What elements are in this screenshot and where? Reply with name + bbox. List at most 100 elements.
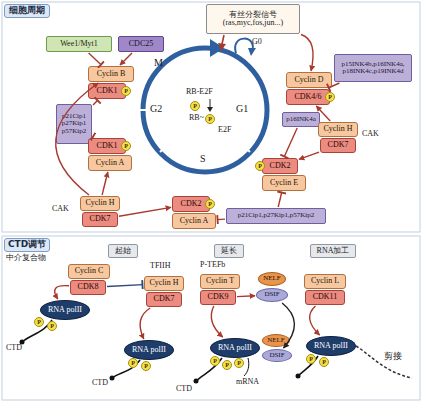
mrna-strand bbox=[244, 358, 249, 376]
arrow-connector bbox=[119, 207, 171, 216]
phospho-circle: P bbox=[121, 141, 131, 151]
stage-tab: 起始 bbox=[108, 244, 138, 258]
node-text: P bbox=[50, 323, 54, 329]
ctd-end bbox=[110, 376, 115, 381]
phospho-circle: P bbox=[47, 321, 57, 331]
node-text: P bbox=[193, 103, 197, 109]
inhibition-connector bbox=[92, 136, 94, 138]
node-text: CTD调节 bbox=[8, 240, 46, 249]
node-text: CDK1 bbox=[97, 87, 118, 95]
node-text: RNA加工 bbox=[317, 247, 350, 255]
text-label: S bbox=[200, 154, 206, 164]
arrow-connector bbox=[140, 308, 150, 339]
cdk-box: CDK7 bbox=[146, 292, 182, 307]
cell-cycle-ring bbox=[143, 48, 267, 172]
cyclin-box: Cyclin H bbox=[318, 122, 358, 137]
node-text: P bbox=[225, 362, 229, 368]
rb-arrow bbox=[210, 99, 211, 108]
node-text: CDK9 bbox=[208, 293, 229, 301]
phase-divider bbox=[140, 109, 150, 111]
splicing-strand bbox=[356, 346, 412, 378]
node-text: Cyclin L bbox=[311, 277, 339, 285]
text-label: 剪接 bbox=[384, 352, 402, 361]
phospho-circle: P bbox=[205, 199, 215, 209]
cdk-box: CDK7 bbox=[320, 138, 356, 153]
text-label: M bbox=[154, 58, 163, 68]
text-label: TFIIH bbox=[150, 262, 170, 270]
phospho-circle: P bbox=[255, 161, 265, 171]
node-text: 细胞周期 bbox=[9, 6, 45, 15]
cyclin-box: Cyclin C bbox=[68, 264, 110, 279]
node-text: p21Cip1 p27Kip1 p57Kip2 bbox=[57, 113, 91, 135]
ctd-end bbox=[194, 379, 199, 384]
text-label: CTD bbox=[176, 385, 192, 393]
text-label: 中介复合物 bbox=[6, 254, 46, 262]
text-label: G2 bbox=[150, 104, 162, 114]
node-text: Cyclin H bbox=[323, 125, 352, 133]
polymerase-ellipse: RNA polII bbox=[210, 338, 260, 358]
node-text: DSIF bbox=[269, 352, 284, 359]
arrow-connector bbox=[102, 172, 108, 195]
phospho-circle: P bbox=[128, 358, 138, 368]
phase-divider bbox=[243, 145, 250, 152]
node-text: P bbox=[328, 94, 332, 100]
node-text: CDK2 bbox=[270, 162, 291, 170]
cyclin-box: Cyclin H bbox=[144, 276, 184, 291]
phospho-circle: P bbox=[234, 358, 244, 368]
arrow-connector bbox=[310, 306, 320, 335]
node-text: P bbox=[124, 143, 128, 149]
cdk-box: CDK2 bbox=[262, 158, 298, 174]
arrow-connector bbox=[237, 295, 255, 297]
arrow-connector bbox=[301, 35, 313, 72]
ctd-end bbox=[296, 374, 301, 379]
node-text: p21Cip1,p27Kip1,p57Kip2 bbox=[238, 212, 315, 219]
cyclin-box: Cyclin T bbox=[200, 274, 240, 289]
node-text: 有丝分裂信号 bbox=[229, 11, 277, 19]
text-label: G1 bbox=[236, 104, 248, 114]
node-text: Wee1/Myt1 bbox=[60, 40, 98, 48]
node-text: CDK7 bbox=[328, 141, 349, 149]
cyclin-box: Cyclin E bbox=[262, 175, 306, 191]
ctd-panel bbox=[2, 236, 420, 400]
node-text: CDK2 bbox=[181, 200, 202, 208]
inhibitor-box: p15INK4b,p16INK4a, p18INK4c,p19INK4d bbox=[334, 54, 412, 82]
inhibitor-box: p21Cip1 p27Kip1 p57Kip2 bbox=[56, 104, 92, 144]
phospho-circle: P bbox=[121, 86, 131, 96]
node-text: P bbox=[37, 319, 41, 325]
phospho-circle: P bbox=[205, 114, 215, 124]
cyclin-box: Cyclin B bbox=[88, 66, 134, 82]
node-text: Cyclin H bbox=[149, 279, 178, 287]
node-text: RNA polII bbox=[132, 346, 166, 354]
node-text: P bbox=[208, 116, 212, 122]
node-text: P bbox=[124, 88, 128, 94]
node-text: NELF bbox=[263, 275, 281, 282]
regulator-box: CDC25 bbox=[118, 36, 164, 52]
regulator-box: Wee1/Myt1 bbox=[46, 36, 112, 52]
node-text: CDK7 bbox=[90, 215, 111, 223]
node-text: P bbox=[322, 359, 326, 365]
inhibition-connector bbox=[107, 285, 143, 287]
cdk-box: CDK11 bbox=[305, 290, 345, 305]
polymerase-ellipse: RNA polII bbox=[40, 300, 90, 320]
inhibitor-box: p16INK4a bbox=[282, 112, 320, 127]
mitogen-arrow bbox=[222, 35, 224, 44]
node-text: CDK8 bbox=[78, 283, 99, 291]
stage-tab: 延长 bbox=[214, 244, 244, 258]
text-label: CTD bbox=[6, 344, 22, 352]
node-text: P bbox=[309, 356, 313, 362]
cyclin-box: Cyclin H bbox=[80, 196, 120, 211]
text-label: E2F bbox=[218, 126, 231, 134]
rb-arrowhead bbox=[207, 107, 213, 112]
cell-cycle-panel bbox=[2, 2, 420, 232]
cyclin-box: Cyclin D bbox=[286, 72, 332, 88]
node-text: CDK7 bbox=[154, 295, 175, 303]
node-text: CDK11 bbox=[313, 293, 338, 301]
node-text: Cyclin A bbox=[96, 159, 125, 167]
text-label: CAK bbox=[362, 130, 379, 138]
cdk-box: CDK4/6 bbox=[286, 89, 330, 105]
text-label: CAK bbox=[52, 205, 69, 213]
node-text: Cyclin C bbox=[75, 267, 104, 275]
node-text: Cyclin T bbox=[206, 277, 234, 285]
node-text: P bbox=[213, 358, 217, 364]
phospho-circle: P bbox=[325, 92, 335, 102]
